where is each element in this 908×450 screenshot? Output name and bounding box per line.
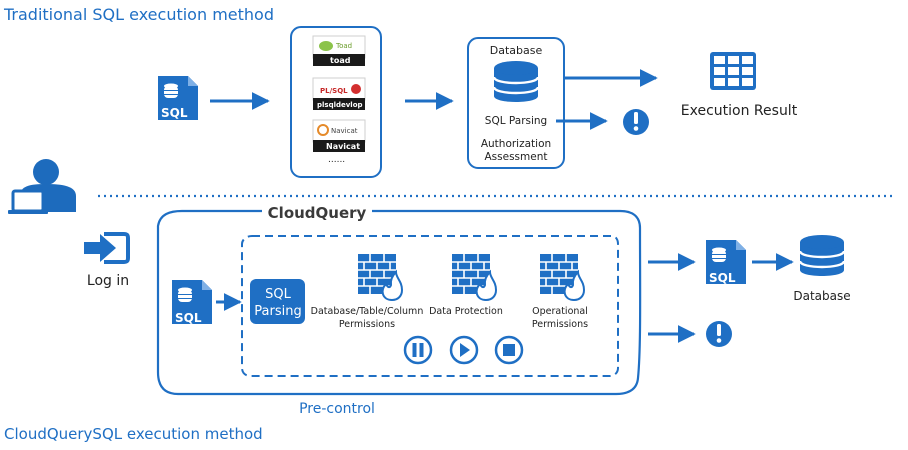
cloudquery-title: CloudQuery <box>268 204 367 222</box>
login-arrow-icon <box>84 232 130 264</box>
precontrol-label: Pre-control <box>299 401 375 417</box>
stop-icon[interactable] <box>494 335 524 365</box>
sql-parsing-badge <box>250 279 305 324</box>
sql-file-label-cloudquery: SQL <box>175 311 202 325</box>
database-box <box>467 37 565 169</box>
login-label: Log in <box>87 273 129 289</box>
firewall-icon-permissions <box>357 253 403 301</box>
precontrol-box <box>241 235 619 377</box>
firewall-operational-line2: Permissions <box>532 319 588 330</box>
navicat-tool: Navicat Navicat <box>312 119 366 152</box>
more-tools: ...... <box>328 155 345 165</box>
firewall-icon-operational <box>539 253 585 301</box>
toad-logo-icon <box>319 41 333 51</box>
alert-icon-bottom <box>706 321 732 347</box>
assessment-text: Assessment <box>485 151 548 163</box>
cloudquery-title-bg <box>262 202 372 222</box>
sql-parsing-badge-line2: Parsing <box>254 304 301 319</box>
firewall-permissions-line2: Permissions <box>339 319 395 330</box>
grid-table-icon <box>710 52 756 90</box>
firewall-operational-line1: Operational <box>532 306 588 317</box>
firewall-icon-data-protection <box>451 253 497 301</box>
sql-file-label: SQL <box>161 106 188 120</box>
database-icon <box>492 59 540 104</box>
sql-parsing-badge-line1: SQL <box>265 287 291 302</box>
plsql-tool: PL/SQL plsqldevlop <box>312 77 366 110</box>
authorization-text: Authorization <box>481 138 551 150</box>
navicat-logo-text: Navicat <box>331 127 358 135</box>
play-icon[interactable] <box>449 335 479 365</box>
plsql-logo-icon <box>351 84 361 94</box>
plsql-logo-text: PL/SQL <box>320 87 348 95</box>
pause-icon[interactable] <box>403 335 433 365</box>
alert-icon <box>623 109 649 135</box>
output-database-label: Database <box>793 289 850 303</box>
sql-parsing-text: SQL Parsing <box>485 115 547 127</box>
traditional-title: Traditional SQL execution method <box>3 5 274 24</box>
toad-label: toad <box>330 56 351 65</box>
cloudquery-method-title: CloudQuerySQL execution method <box>4 425 263 443</box>
plsql-label: plsqldevlop <box>317 101 363 109</box>
execution-result-label: Execution Result <box>681 103 798 119</box>
database-box-title: Database <box>490 44 543 57</box>
toad-tool: Toad toad <box>312 35 366 66</box>
toad-logo-text: Toad <box>335 42 352 50</box>
navicat-label: Navicat <box>326 142 360 151</box>
output-database-icon <box>798 233 846 278</box>
user-laptop-icon <box>8 159 76 214</box>
firewall-permissions-line1: Database/Table/Column <box>311 306 424 317</box>
firewall-data-protection-line1: Data Protection <box>429 306 503 317</box>
navicat-logo-icon <box>317 124 329 136</box>
output-sql-label: SQL <box>709 271 736 285</box>
